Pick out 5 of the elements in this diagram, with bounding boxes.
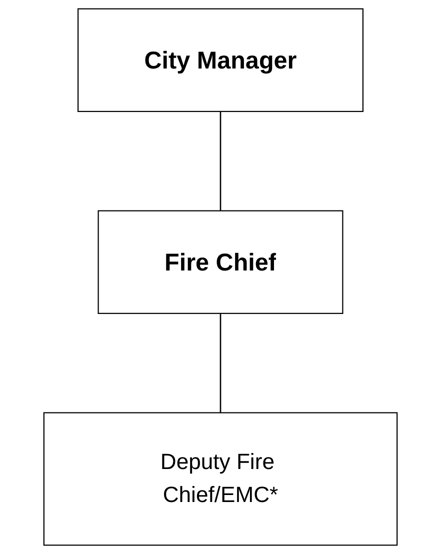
role-box: Fire Chief [98,210,344,314]
role-box: City Manager [78,8,364,112]
connector [220,313,222,413]
connector [220,111,222,211]
role-box: Deputy Fire Chief/EMC* [43,412,398,546]
